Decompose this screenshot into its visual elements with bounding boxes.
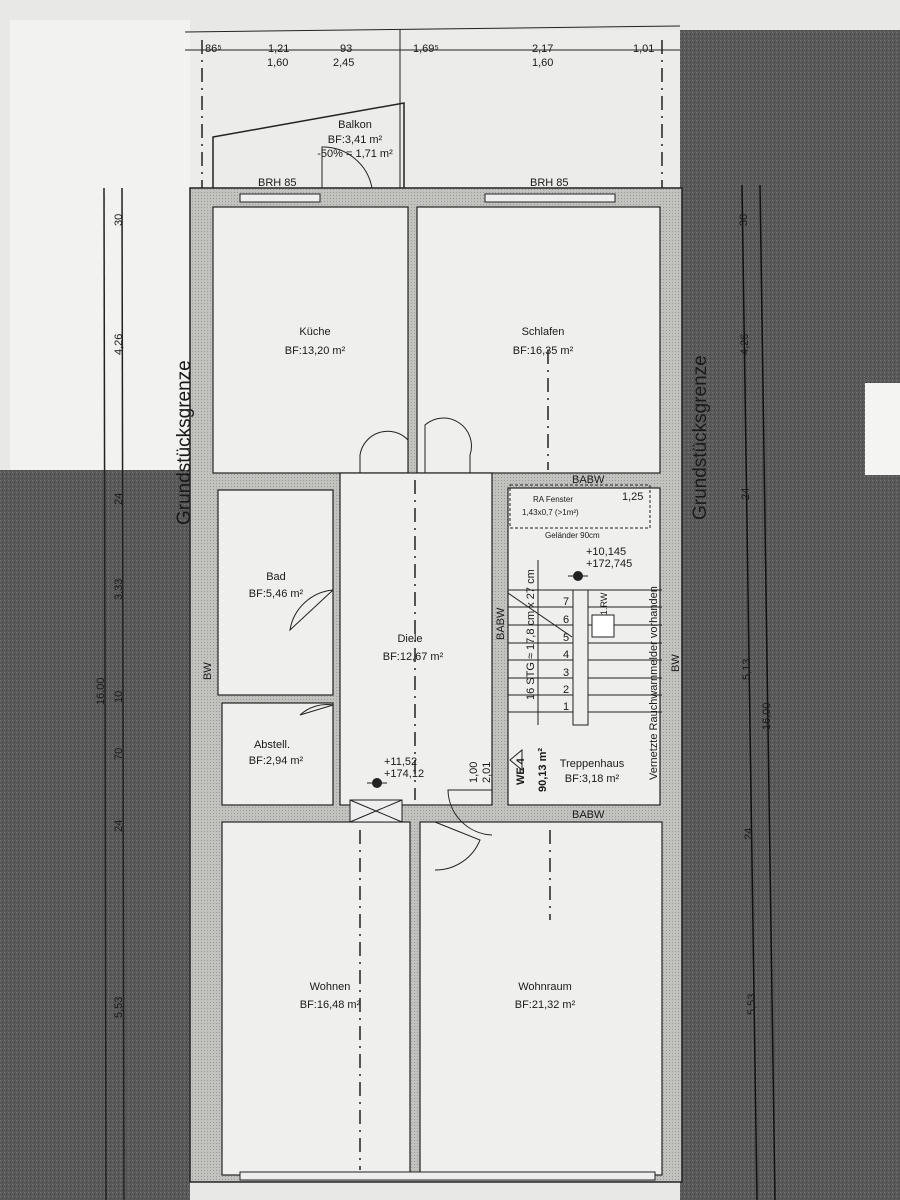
room-area: BF:2,94 m²: [249, 755, 304, 767]
entrance-info: 1,00 2,01 WE 4 90,13 m²: [468, 748, 549, 792]
dim-label: 2,17: [532, 43, 553, 55]
wall-labels: BABW BABW BABW BW BW Grundstücksgrenze G…: [174, 355, 711, 821]
wall-label: BW: [202, 662, 214, 680]
level-label: +172,745: [586, 558, 632, 570]
dim-label: 4,26: [739, 334, 751, 355]
room-name: Schlafen: [522, 326, 565, 338]
dim-label: 2,45: [333, 57, 354, 69]
dim-label: 24: [113, 493, 125, 505]
room-area: BF:21,32 m²: [515, 999, 576, 1011]
paper-patch: [865, 383, 900, 475]
dim-label: 5,53: [746, 994, 758, 1015]
room-area: BF:16,35 m²: [513, 345, 574, 357]
dim-label: 70: [113, 748, 125, 760]
window-label: BRH 85: [258, 177, 297, 189]
left-dimensions: 30 4,26 24 3,33 10 70 24 5,53 16,00: [95, 187, 125, 1200]
level-label: +10,145: [586, 546, 626, 558]
door-height: 2,01: [481, 762, 493, 783]
dim-label: 1,60: [267, 57, 288, 69]
room-name: Wohnen: [310, 981, 351, 993]
doors: [289, 350, 551, 1170]
boundary-label-right: Grundstücksgrenze: [690, 355, 711, 520]
level-label: +11,52: [384, 756, 417, 768]
dim-label: 1,60: [532, 57, 553, 69]
dim-label: 3,33: [113, 579, 125, 600]
railing-label: Geländer 90cm: [545, 531, 600, 540]
dim-label: 1,01: [633, 43, 654, 55]
room-labels: Küche BF:13,20 m² Schlafen BF:16,35 m² B…: [249, 326, 625, 1011]
room-kueche: [212, 206, 409, 474]
room-area: BF:13,20 m²: [285, 345, 346, 357]
dim-label: 1,69⁵: [413, 43, 439, 55]
dim-label: 5,13: [741, 659, 753, 680]
room-bad: [217, 489, 334, 696]
escape-route-icon: [591, 614, 615, 638]
unit-id: WE 4: [515, 757, 527, 785]
walls: [189, 187, 683, 1183]
room-schlafen: [416, 206, 661, 474]
level-label: +174,12: [384, 768, 424, 780]
dim-label: 86⁵: [205, 43, 222, 55]
dim-label: 30: [113, 214, 125, 226]
railing-dim: 1,25: [622, 491, 643, 503]
ra-window-size: 1,43x0,7 (>1m²): [522, 508, 579, 517]
dark-area-left: [0, 470, 190, 1200]
room-area: BF:16,48 m²: [300, 999, 361, 1011]
step-number: 2: [563, 684, 569, 696]
paper-top: [190, 30, 680, 188]
dim-total: 16,00: [761, 702, 773, 730]
room-name: Wohnraum: [518, 981, 572, 993]
room-wohnraum: [419, 821, 663, 1176]
room-area-reduced: -50% = 1,71 m²: [317, 148, 393, 160]
room-area: BF:5,46 m²: [249, 588, 304, 600]
step-number: 3: [563, 667, 569, 679]
door-width: 1,00: [468, 762, 480, 783]
dim-label: 24: [740, 488, 752, 500]
room-wohnen: [221, 821, 411, 1176]
wall-label: BW: [670, 654, 682, 672]
dim-label: 24: [743, 828, 755, 840]
staircase: RA Fenster 1,43x0,7 (>1m²) Geländer 90cm…: [507, 484, 662, 780]
boundary-label-left: Grundstücksgrenze: [174, 360, 195, 525]
balkon: Balkon BF:3,41 m² -50% = 1,71 m²: [212, 102, 405, 189]
right-dimensions: 30 4,26 24 5,13 24 5,53 16,00: [738, 184, 776, 1200]
dim-total: 16,00: [95, 677, 107, 705]
top-dimensions: 86⁵ 1,21 93 1,69⁵ 2,17 1,01 1,60 2,45 1,…: [184, 25, 681, 190]
rw-label: 1.RW: [599, 592, 609, 615]
dim-label: 24: [113, 820, 125, 832]
room-name: Abstell.: [254, 739, 290, 751]
room-abstell: [221, 702, 334, 806]
room-area: BF:12,67 m²: [383, 651, 444, 663]
room-name: Balkon: [338, 119, 372, 131]
ra-window-label: RA Fenster: [533, 495, 573, 504]
dim-label: 1,21: [268, 43, 289, 55]
room-diele: [339, 472, 493, 806]
windows: BRH 85 BRH 85: [239, 177, 656, 1181]
dim-label: 93: [340, 43, 352, 55]
room-area: BF:3,18 m²: [565, 773, 620, 785]
window-label: BRH 85: [530, 177, 569, 189]
dim-label: 10: [113, 691, 125, 703]
level-markers: +11,52 +174,12 +10,145 +172,745: [367, 546, 632, 788]
step-number: 4: [563, 649, 569, 661]
step-number: 1: [563, 701, 569, 713]
dark-area-right: [680, 30, 900, 1200]
room-name: Treppenhaus: [560, 758, 625, 770]
wall-label: BABW: [495, 607, 507, 640]
step-number: 6: [563, 614, 569, 626]
room-area: BF:3,41 m²: [328, 134, 383, 146]
dim-label: 30: [738, 214, 750, 226]
wall-label: BABW: [572, 809, 605, 821]
wall-label: BABW: [572, 474, 605, 486]
stair-spec: 16 STG ≈ 17,8 cm x 27 cm: [525, 569, 537, 700]
dim-label: 5,53: [113, 997, 125, 1018]
room-name: Küche: [299, 326, 330, 338]
unit-total-area: 90,13 m²: [537, 748, 549, 792]
step-number: 5: [563, 632, 569, 644]
smoke-detector-note: Vernetzte Rauchwarnmelder vorhanden: [648, 586, 660, 780]
room-name: Diele: [397, 633, 422, 645]
room-name: Bad: [266, 571, 286, 583]
step-number: 7: [563, 596, 569, 608]
dim-label: 4,26: [113, 334, 125, 355]
